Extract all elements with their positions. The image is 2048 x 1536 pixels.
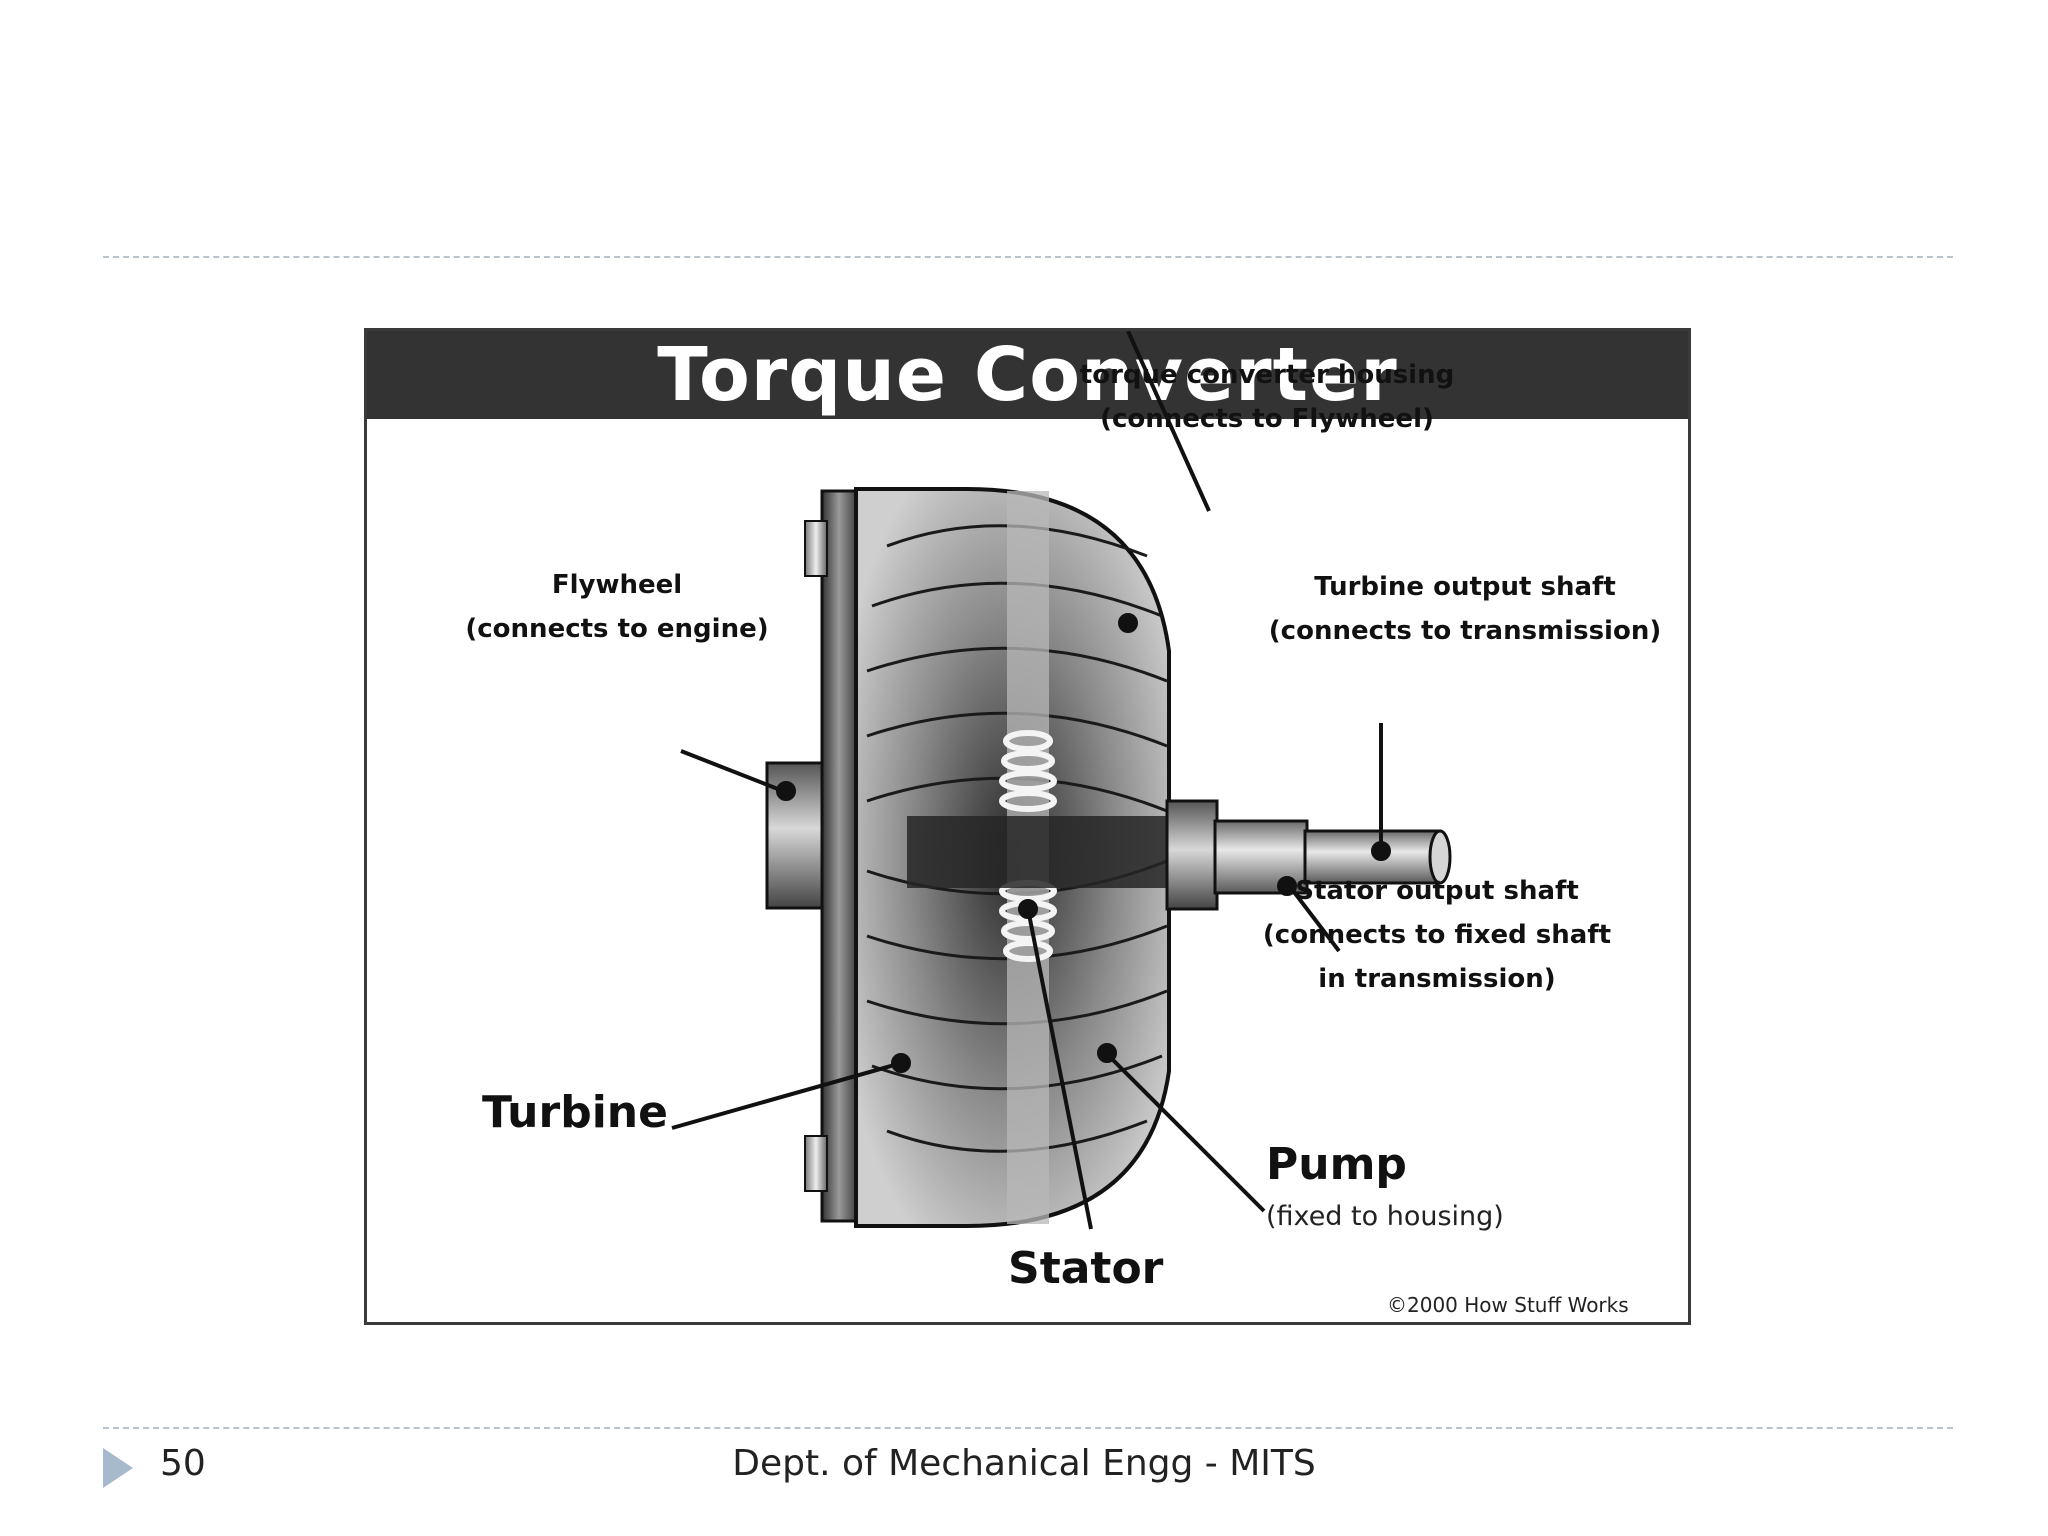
stator-label: Stator xyxy=(1008,1243,1164,1294)
turbine-label: Turbine xyxy=(482,1087,668,1138)
page-number: 50 xyxy=(160,1443,206,1484)
stator-shaft-label-line3: in transmission) xyxy=(1318,964,1556,994)
leader-lines xyxy=(671,331,1391,1230)
housing-label-line2: (connects to Flywheel) xyxy=(1100,404,1434,434)
flywheel-hub xyxy=(765,761,827,910)
stator-shaft-label: Stator output shaft (connects to fixed s… xyxy=(1247,869,1627,1001)
torque-converter-figure: Torque Converter xyxy=(364,328,1691,1325)
housing-label: torque converter housing (connects to Fl… xyxy=(1067,353,1467,441)
pump-note: (fixed to housing) xyxy=(1266,1201,1504,1232)
footer-text: Dept. of Mechanical Engg - MITS xyxy=(732,1443,1316,1484)
output-collar xyxy=(1165,799,1219,911)
flywheel-plate xyxy=(820,489,858,1223)
turbine-shaft-label-line2: (connects to transmission) xyxy=(1268,616,1662,646)
figure-title-bar xyxy=(367,331,1688,419)
pump-label: Pump xyxy=(1266,1139,1407,1190)
bolt-top xyxy=(804,520,828,577)
stator-shaft-label-line2: (connects to fixed shaft xyxy=(1262,920,1612,950)
flywheel-label-line2: (connects to engine) xyxy=(465,614,769,644)
converter-core xyxy=(907,816,1169,888)
top-divider xyxy=(103,256,1953,258)
housing-label-line1: torque converter housing xyxy=(1079,360,1455,390)
bottom-divider xyxy=(103,1427,1953,1429)
copyright-notice: ©2000 How Stuff Works xyxy=(1387,1293,1629,1317)
triangle-bullet-icon xyxy=(103,1448,133,1488)
turbine-shaft-label: Turbine output shaft (connects to transm… xyxy=(1260,565,1670,653)
stator-shaft-label-line1: Stator output shaft xyxy=(1295,876,1579,906)
bolt-bottom xyxy=(804,1135,828,1192)
torque-converter-illustration xyxy=(671,331,1452,1230)
flywheel-label: Flywheel (connects to engine) xyxy=(452,563,782,651)
figure-title: Torque Converter xyxy=(657,332,1398,418)
turbine-shaft-label-line1: Turbine output shaft xyxy=(1314,572,1616,602)
turbine-output-shaft xyxy=(1303,829,1442,885)
flywheel-label-line1: Flywheel xyxy=(551,570,683,600)
